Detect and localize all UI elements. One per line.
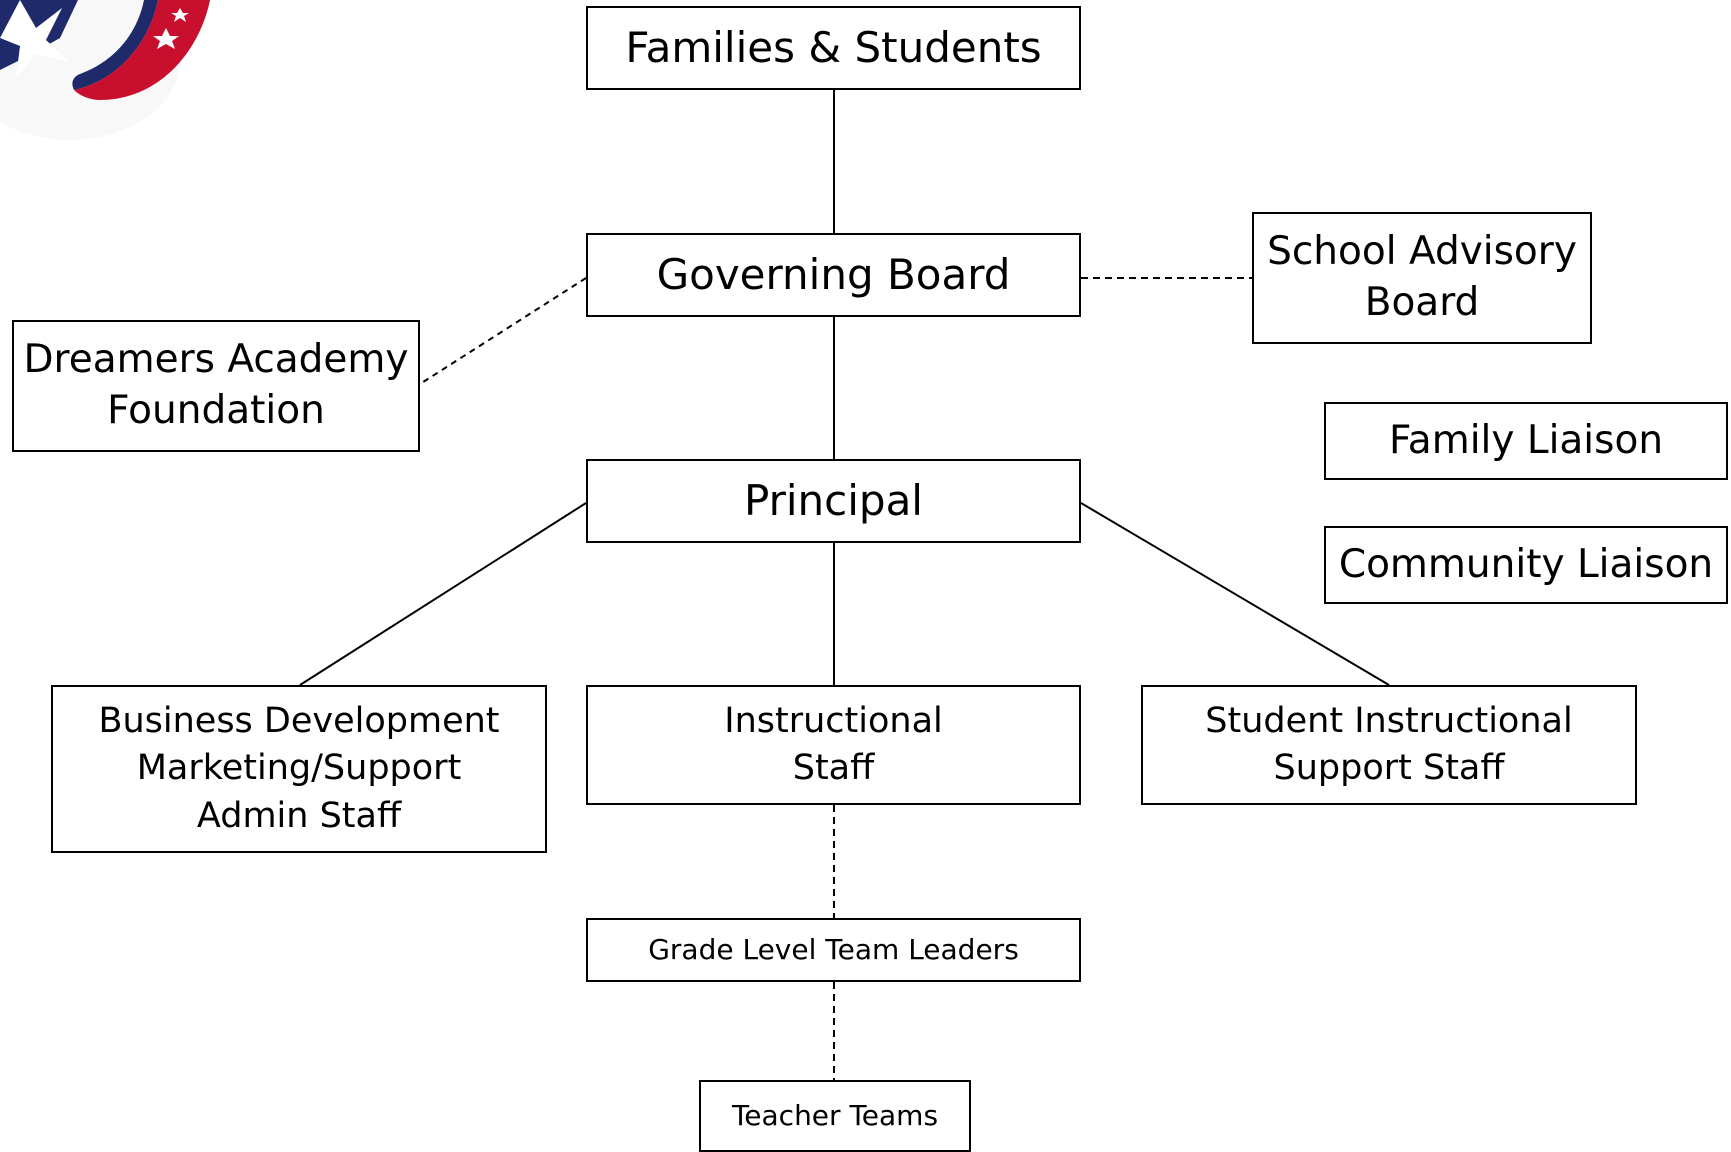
business-staff-label: Business Development Marketing/Support A… bbox=[98, 701, 500, 836]
family-liaison-box: Family Liaison bbox=[1324, 402, 1728, 480]
principal-label: Principal bbox=[744, 475, 923, 525]
school-advisory-board-label: School Advisory Board bbox=[1267, 229, 1577, 325]
community-liaison-label: Community Liaison bbox=[1338, 541, 1714, 587]
grade-level-leaders-box: Grade Level Team Leaders bbox=[586, 918, 1081, 982]
instructional-staff-box: Instructional Staff bbox=[586, 685, 1081, 805]
principal-box: Principal bbox=[586, 459, 1081, 543]
families-students-box: Families & Students bbox=[586, 6, 1081, 90]
governing-board-label: Governing Board bbox=[656, 249, 1011, 299]
student-support-staff-box: Student Instructional Support Staff bbox=[1141, 685, 1637, 805]
business-staff-box: Business Development Marketing/Support A… bbox=[51, 685, 547, 853]
community-liaison-box: Community Liaison bbox=[1324, 526, 1728, 604]
school-advisory-board-box: School Advisory Board bbox=[1252, 212, 1592, 344]
instructional-staff-label: Instructional Staff bbox=[724, 700, 943, 788]
student-support-staff-label: Student Instructional Support Staff bbox=[1205, 700, 1573, 788]
board-to-foundation-line bbox=[419, 277, 587, 385]
governing-board-box: Governing Board bbox=[586, 233, 1081, 317]
family-liaison-label: Family Liaison bbox=[1388, 417, 1664, 463]
teacher-teams-label: Teacher Teams bbox=[731, 1099, 939, 1133]
foundation-label: Dreamers Academy Foundation bbox=[23, 337, 409, 433]
principal-to-business-line bbox=[299, 502, 587, 686]
school-logo bbox=[0, 0, 210, 140]
teacher-teams-box: Teacher Teams bbox=[699, 1080, 971, 1152]
families-students-label: Families & Students bbox=[625, 22, 1042, 72]
principal-to-support-line bbox=[1080, 502, 1390, 686]
foundation-box: Dreamers Academy Foundation bbox=[12, 320, 420, 452]
grade-level-leaders-label: Grade Level Team Leaders bbox=[648, 933, 1019, 967]
